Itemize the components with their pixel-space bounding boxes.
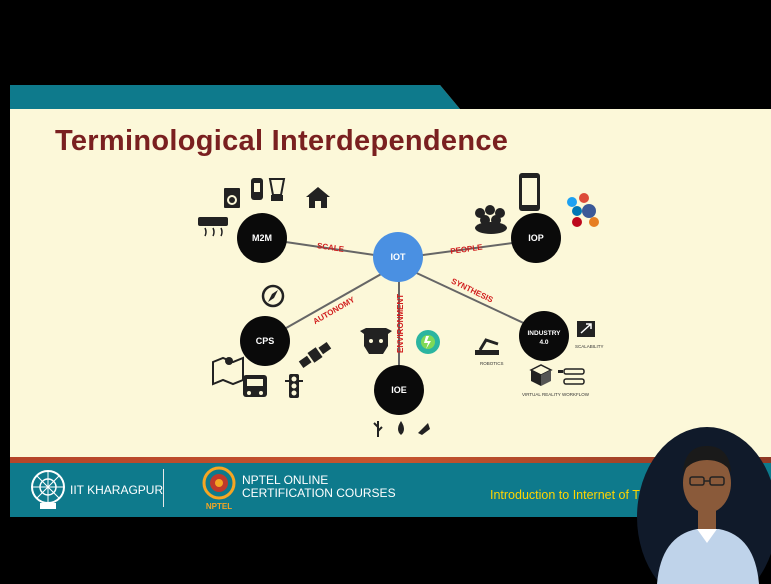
smartphone-icon (519, 173, 540, 211)
edge-label-environment: ENVIRONMENT (396, 294, 405, 353)
footer-divider (163, 469, 164, 507)
node-iop-label: IOP (528, 233, 544, 243)
course-title: Introduction to Internet of Things (490, 488, 670, 502)
air-conditioner-icon (198, 217, 228, 237)
compass-icon (261, 284, 285, 308)
virtual-reality-icon: VIRTUAL REALITY (522, 364, 561, 397)
people-group-icon (475, 205, 507, 234)
social-media-icon (567, 193, 599, 227)
edge-iot-industry (407, 268, 546, 334)
node-cps: CPS (240, 316, 290, 366)
water-drop-icon (393, 418, 409, 440)
institute-name: IIT KHARAGPUR (70, 483, 164, 497)
node-iop: IOP (511, 213, 561, 263)
plant-icon (370, 418, 386, 440)
traffic-light-icon (285, 374, 303, 398)
nptel-logo-text: NPTEL (206, 502, 232, 511)
slide-footer: IIT KHARAGPUR NPTEL NPTEL ONLINE CERTIFI… (10, 457, 771, 517)
nptel-title-line2: CERTIFICATION COURSES (242, 486, 396, 500)
node-industry-label-1: INDUSTRY (528, 330, 562, 337)
cow-icon (360, 328, 392, 354)
node-iot: IOT (373, 232, 423, 282)
terminology-diagram: SCALE PEOPLE AUTONOMY ENVIRONMENT SYNTHE… (198, 173, 604, 440)
node-ioe: IOE (374, 365, 424, 415)
washing-machine-icon (224, 188, 240, 208)
blender-icon (268, 178, 286, 201)
renewable-energy-icon (416, 330, 440, 354)
node-iot-label: IOT (391, 252, 407, 262)
robotics-label: ROBOTICS (480, 361, 504, 366)
iit-kharagpur-logo (31, 470, 65, 509)
kettle-icon (251, 178, 263, 200)
satellite-icon (298, 341, 332, 369)
node-industry-label-2: 4.0 (539, 339, 548, 346)
virtual-reality-label: VIRTUAL REALITY (522, 392, 561, 397)
nptel-logo: NPTEL (202, 466, 236, 511)
workflow-label: WORKFLOW (562, 392, 590, 397)
top-banner (10, 85, 771, 109)
footer-stripe (10, 457, 771, 463)
nptel-title-line1: NPTEL ONLINE (242, 473, 329, 487)
slide: Terminological Interdependence SCALE PEO… (10, 85, 771, 517)
node-cps-label: CPS (256, 336, 275, 346)
map-icon (212, 356, 244, 386)
home-icon (306, 187, 330, 208)
node-m2m: M2M (237, 213, 287, 263)
scalability-label: SCALABILITY (575, 344, 604, 349)
bird-icon (416, 418, 432, 440)
slide-title: Terminological Interdependence (55, 125, 509, 157)
scalability-icon: SCALABILITY (575, 321, 604, 349)
edge-label-people: PEOPLE (450, 243, 484, 257)
workflow-icon: WORKFLOW (558, 368, 590, 397)
node-industry: INDUSTRY 4.0 (519, 311, 569, 361)
edge-iot-m2m (271, 239, 389, 258)
bus-icon (243, 375, 267, 397)
robotics-icon: ROBOTICS (475, 338, 504, 366)
node-ioe-label: IOE (391, 385, 407, 395)
presenter-video (637, 427, 771, 584)
node-m2m-label: M2M (252, 233, 272, 243)
edge-label-scale: SCALE (316, 241, 345, 254)
